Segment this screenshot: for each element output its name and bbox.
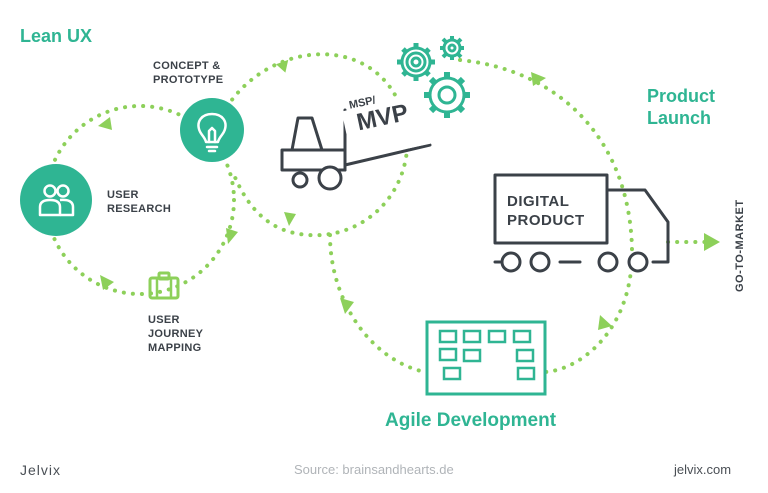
digital-text: DIGITAL (507, 193, 570, 210)
arrow-icon (704, 233, 720, 251)
launch-arc (458, 58, 635, 374)
product-launch-line1: Product (647, 86, 716, 106)
mvp-board (341, 94, 431, 161)
truck-icon (493, 173, 670, 273)
user-research-node (20, 164, 92, 236)
lightbulb-icon (197, 112, 227, 153)
go-to-market-label: GO-TO-MARKET (734, 199, 746, 292)
jelvix-site: jelvix.com (674, 462, 732, 477)
source-credit: Source: brainsandhearts.de (294, 462, 454, 477)
gears-icon (397, 36, 470, 118)
arrow-icon (275, 59, 289, 73)
user-research-label: USER RESEARCH (107, 188, 171, 216)
arrow-icon (284, 212, 296, 226)
concept-prototype-label: CONCEPT & PROTOTYPE (153, 59, 223, 87)
lean-ux-loop (44, 104, 236, 296)
users-icon (38, 184, 75, 217)
kanban-board-icon (425, 320, 547, 396)
jelvix-logo: Jelvix (20, 462, 62, 478)
lean-ux-title: Lean UX (20, 26, 93, 46)
agile-development-title: Agile Development (385, 410, 557, 431)
concept-label-line2: PROTOTYPE (153, 74, 224, 86)
digital-product-label: DIGITAL PRODUCT (507, 192, 585, 230)
product-text: PRODUCT (507, 212, 585, 229)
arrow-icon (100, 275, 114, 290)
product-launch-line2: Launch (647, 108, 712, 128)
journey-label-line2: JOURNEY (148, 328, 204, 340)
arrow-icon (598, 315, 612, 330)
research-label-line2: RESEARCH (107, 203, 172, 215)
briefcase-icon (148, 271, 180, 300)
journey-label-line3: MAPPING (148, 342, 202, 354)
arrow-icon (226, 228, 238, 244)
arrow-icon (98, 117, 112, 130)
flow-arrows (98, 59, 720, 330)
arrow-icon (531, 72, 546, 86)
journey-label-line1: USER (148, 314, 180, 326)
concept-prototype-node (180, 98, 244, 162)
arrow-icon (340, 298, 354, 314)
research-label-line1: USER (107, 189, 139, 201)
concept-label-line1: CONCEPT & (153, 60, 221, 72)
user-journey-mapping-label: USER JOURNEY MAPPING (148, 313, 203, 355)
forklift-icon (280, 108, 432, 191)
product-launch-title: Product Launch (647, 85, 715, 129)
